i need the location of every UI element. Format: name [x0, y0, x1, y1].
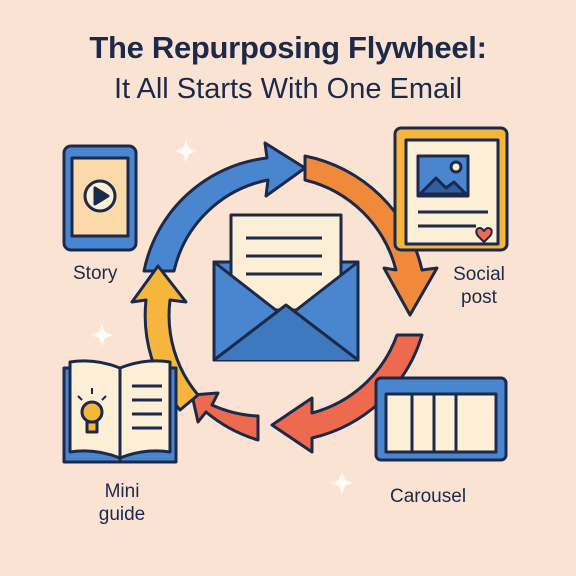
open-book-icon	[62, 359, 178, 464]
social-post-icon	[393, 126, 509, 252]
label-social-post: Social post	[453, 264, 505, 308]
phone-play-icon	[62, 144, 138, 252]
title-line-2: It All Starts With One Email	[113, 73, 463, 105]
title-line-1: The Repurposing Flywheel:	[89, 30, 487, 65]
label-carousel: Carousel	[390, 486, 467, 507]
sparkle-icon	[91, 140, 353, 494]
label-story: Story	[73, 263, 118, 284]
arrow-blue	[142, 141, 307, 273]
envelope-icon	[212, 213, 360, 362]
label-mini-guide: Mini guide	[98, 481, 146, 525]
carousel-icon	[374, 376, 508, 462]
cycle-arrows	[130, 141, 439, 454]
arrow-coral-2	[190, 391, 260, 442]
arrow-orange	[303, 154, 439, 317]
